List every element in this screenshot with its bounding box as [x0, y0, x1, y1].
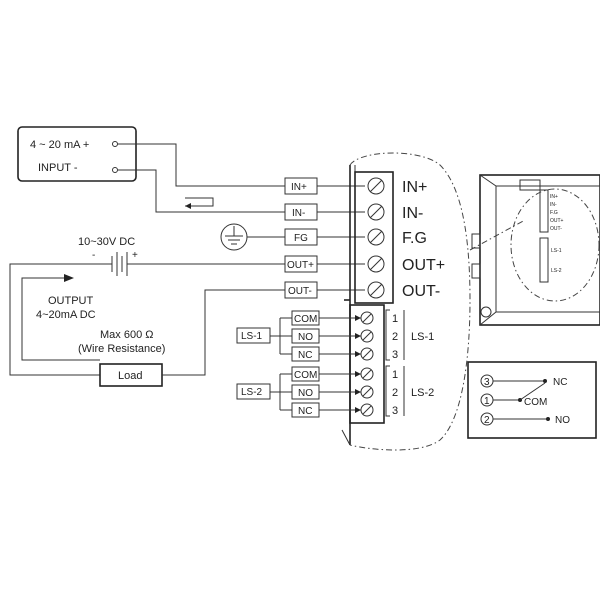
- terminal-label: IN-: [402, 205, 423, 222]
- ls1-label: LS-1: [241, 331, 263, 342]
- switch-terminal-block: [349, 304, 385, 424]
- terminal-screw: [367, 281, 385, 299]
- enclosure-ls-label: LS-1: [551, 248, 562, 254]
- svg-text:IN+: IN+: [291, 182, 307, 193]
- supply-loop: 10~30V DC - + OUTPUT 4~20mA DC Max 600 Ω…: [9, 236, 285, 387]
- contact-legend-box: [467, 361, 597, 439]
- switch-screws: [360, 311, 374, 417]
- contact-legend: 3 1 2 NC COM NO: [467, 361, 597, 439]
- enclosure-body: [479, 174, 600, 326]
- enclosure-terminal-label: F.G: [550, 210, 558, 216]
- battery-icon: [111, 252, 128, 276]
- input-source-box: [17, 126, 137, 182]
- ls1-num: 2: [392, 331, 398, 343]
- load-label: Load: [118, 370, 142, 382]
- supply-minus: -: [92, 250, 95, 261]
- ls2-label: LS-2: [241, 387, 263, 398]
- wire-tag: OUT-: [284, 281, 318, 299]
- terminal-block: IN+ IN- F.G OUT+ OUT-: [341, 165, 445, 446]
- enclosure-ls-label: LS-2: [551, 268, 562, 274]
- legend-number: 1: [484, 396, 490, 407]
- ls2-num: 2: [392, 387, 398, 399]
- supply-voltage: 10~30V DC: [78, 236, 135, 248]
- wire-tag: IN+: [284, 177, 318, 195]
- ls2-num: 1: [392, 369, 398, 381]
- ls2-num: 3: [392, 405, 398, 417]
- enclosure-terminal-label: OUT+: [550, 218, 564, 224]
- legend-label: NC: [553, 377, 567, 388]
- ground-icon: [220, 223, 285, 251]
- input-plus-terminal: [112, 141, 118, 147]
- ls1-num: 1: [392, 313, 398, 325]
- svg-text:OUT+: OUT+: [287, 260, 314, 271]
- ls1-bracket-label: LS-1: [411, 331, 434, 343]
- legend-number: 3: [484, 377, 490, 388]
- terminal-screw: [367, 255, 385, 273]
- svg-text:FG: FG: [294, 233, 308, 244]
- input-source-line2: INPUT -: [38, 162, 78, 174]
- resistance-line2: (Wire Resistance): [78, 343, 165, 355]
- resistance-line1: Max 600 Ω: [100, 329, 153, 341]
- terminal-label: OUT-: [402, 283, 440, 300]
- ls1-group: LS-1 COM NO NC 1 2 3 LS-1: [236, 309, 434, 362]
- terminal-screw: [367, 177, 385, 195]
- input-source: 4 ~ 20 mA + INPUT -: [17, 126, 137, 182]
- input-source-line1: 4 ~ 20 mA +: [30, 139, 89, 151]
- wire-tag: IN-: [284, 203, 318, 221]
- contact-label: NO: [298, 332, 313, 343]
- enclosure-terminal-label: OUT-: [550, 226, 562, 232]
- legend-label: NO: [555, 415, 570, 426]
- callout-outline: [349, 152, 471, 451]
- main-terminal-block: [354, 171, 394, 304]
- output-line2: 4~20mA DC: [36, 309, 96, 321]
- wire-tag: FG: [284, 228, 318, 246]
- terminal-screw: [367, 228, 385, 246]
- contact-label: NC: [298, 406, 312, 417]
- contact-label: COM: [294, 370, 317, 381]
- legend-number: 2: [484, 415, 490, 426]
- ls1-num: 3: [392, 349, 398, 361]
- contact-label: COM: [294, 314, 317, 325]
- input-minus-terminal: [112, 167, 118, 173]
- terminal-label: F.G: [402, 230, 427, 247]
- callout-leader: [469, 219, 526, 251]
- terminal-label: OUT+: [402, 257, 445, 274]
- enclosure-terminal-label: IN+: [550, 194, 558, 200]
- enclosure-view: IN+ IN- F.G OUT+ OUT- LS-1 LS-2: [471, 174, 600, 326]
- contact-label: NO: [298, 388, 313, 399]
- enclosure-terminal-label: IN-: [550, 202, 557, 208]
- terminal-label: IN+: [402, 179, 427, 196]
- input-wires: [118, 143, 285, 213]
- supply-plus: +: [132, 250, 138, 261]
- ls2-group: LS-2 COM NO NC 1 2 3 LS-2: [236, 365, 434, 418]
- output-line1: OUTPUT: [48, 295, 94, 307]
- wire-tag: OUT+: [284, 255, 318, 273]
- ls2-bracket-label: LS-2: [411, 387, 434, 399]
- wire-tags: IN+ IN- FG OUT+ OUT-: [284, 177, 365, 299]
- terminal-screw: [367, 203, 385, 221]
- svg-text:OUT-: OUT-: [288, 286, 312, 297]
- svg-text:IN-: IN-: [292, 208, 305, 219]
- legend-label: COM: [524, 397, 547, 408]
- contact-label: NC: [298, 350, 312, 361]
